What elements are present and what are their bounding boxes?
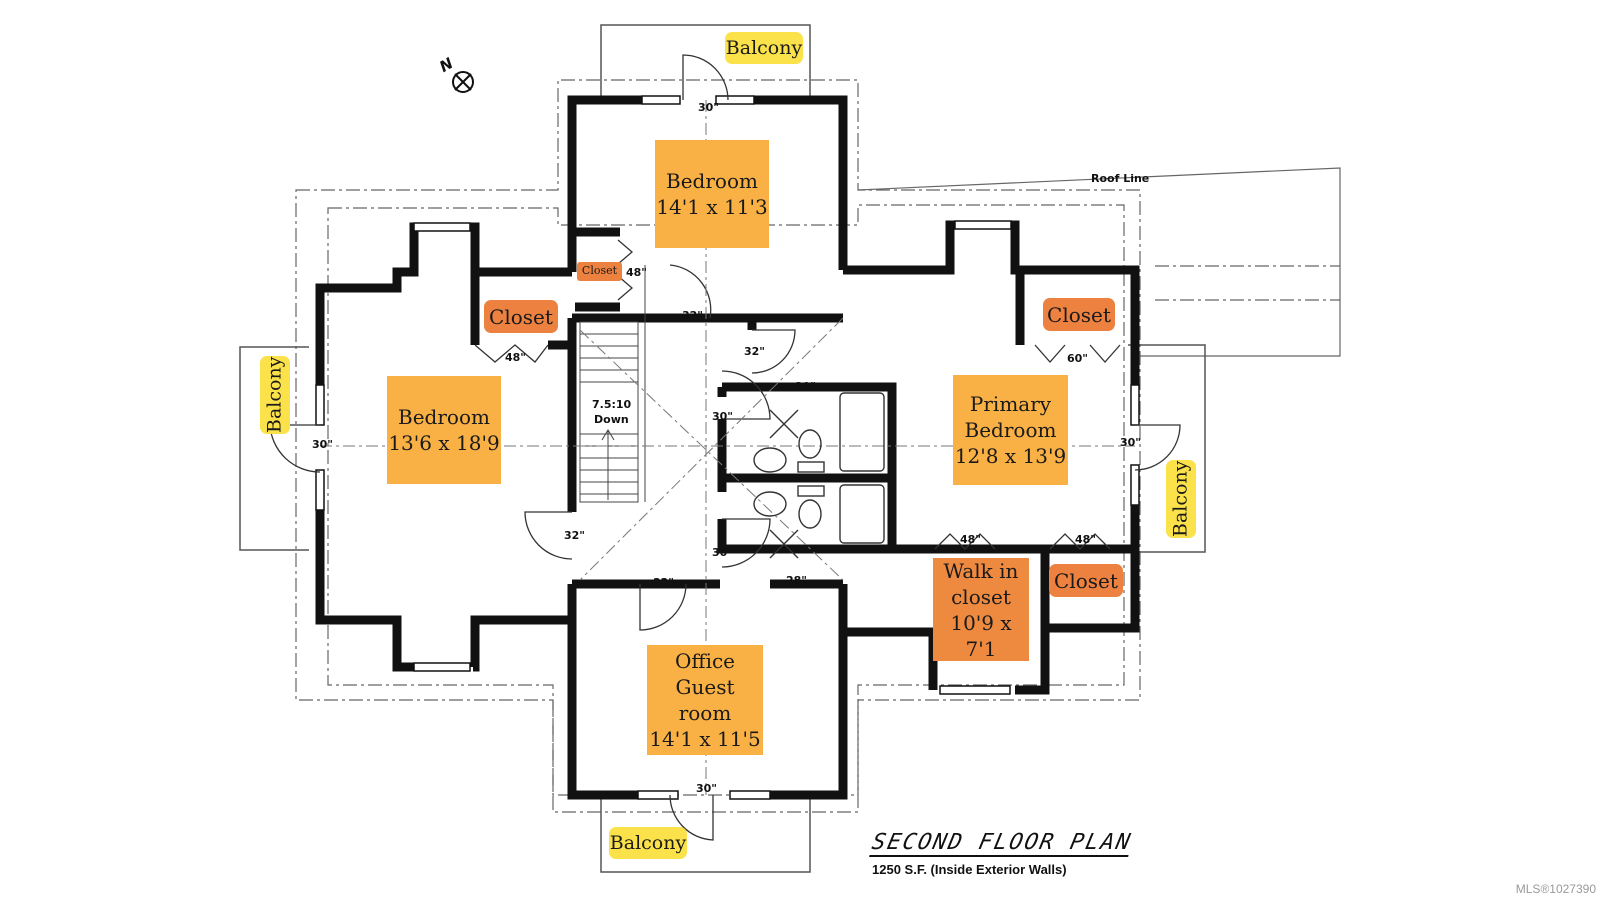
dim-stair-door: 32" [564, 529, 586, 542]
balcony-top-label: Balcony [725, 32, 803, 64]
balcony-bottom-label: Balcony [609, 827, 687, 859]
dim-left-closet: 48" [505, 351, 527, 364]
stair-ratio: 7.5:10 [592, 398, 632, 411]
roof-line-extension [857, 167, 1341, 357]
windows [315, 95, 1140, 800]
balcony-left-label: Balcony [260, 356, 290, 434]
office-name: Office Guest room [674, 649, 736, 725]
dim-bath-top: 30" [795, 380, 817, 393]
dim-left-door: 30" [312, 438, 334, 451]
balcony-right-label: Balcony [1166, 460, 1196, 538]
roof-outline [295, 79, 1141, 813]
plan-title: SECOND FLOOR PLAN [869, 830, 1135, 857]
dim-closet-door: 48" [1075, 533, 1097, 546]
closet-primary-top-label: Closet [1043, 298, 1115, 331]
walk-in-closet-dims: 10'9 x 7'1 [950, 610, 1012, 661]
bedroom-top-dims: 14'1 x 11'3 [656, 195, 768, 219]
closet-left-label: Closet [484, 300, 558, 333]
primary-bedroom-dims: 12'8 x 13'9 [954, 444, 1067, 468]
stair-direction: Down [594, 413, 629, 426]
dim-top-door: 30" [698, 101, 720, 114]
bedroom-left-name: Bedroom [398, 405, 490, 429]
north-arrow-symbol [452, 71, 474, 93]
dim-hall-door-b: 32" [744, 345, 766, 358]
dim-bath-low: 30" [712, 546, 734, 559]
primary-bedroom-name: Primary Bedroom [964, 392, 1057, 442]
dim-bath-side: 30" [712, 410, 734, 423]
dim-hall-door-a: 32" [682, 309, 704, 322]
walk-in-closet-name: Walk in closet [943, 558, 1019, 609]
dim-primary-closet: 60" [1067, 352, 1089, 365]
closet-small-label: Closet [577, 262, 622, 281]
dim-office-door: 32" [653, 576, 675, 589]
dim-primary-door: 30" [1120, 436, 1142, 449]
staircase [579, 265, 646, 503]
balcony-outlines [239, 24, 1206, 873]
dim-bottom-door: 30" [696, 782, 718, 795]
office-dims: 14'1 x 11'5 [649, 727, 761, 751]
plan-area: 1250 S.F. (Inside Exterior Walls) [872, 862, 1067, 877]
bedroom-top-name: Bedroom [666, 169, 758, 193]
mls-watermark: MLS®1027390 [1515, 882, 1596, 896]
dim-small-closet: 48" [626, 266, 648, 279]
bathroom-fixtures [753, 392, 885, 559]
dim-bath-28: 28" [786, 574, 808, 587]
dim-walkin-door: 48" [960, 533, 982, 546]
roof-line-label: Roof Line [1091, 172, 1150, 185]
closet-primary-bottom-label: Closet [1049, 564, 1123, 597]
bedroom-left-dims: 13'6 x 18'9 [388, 431, 500, 455]
